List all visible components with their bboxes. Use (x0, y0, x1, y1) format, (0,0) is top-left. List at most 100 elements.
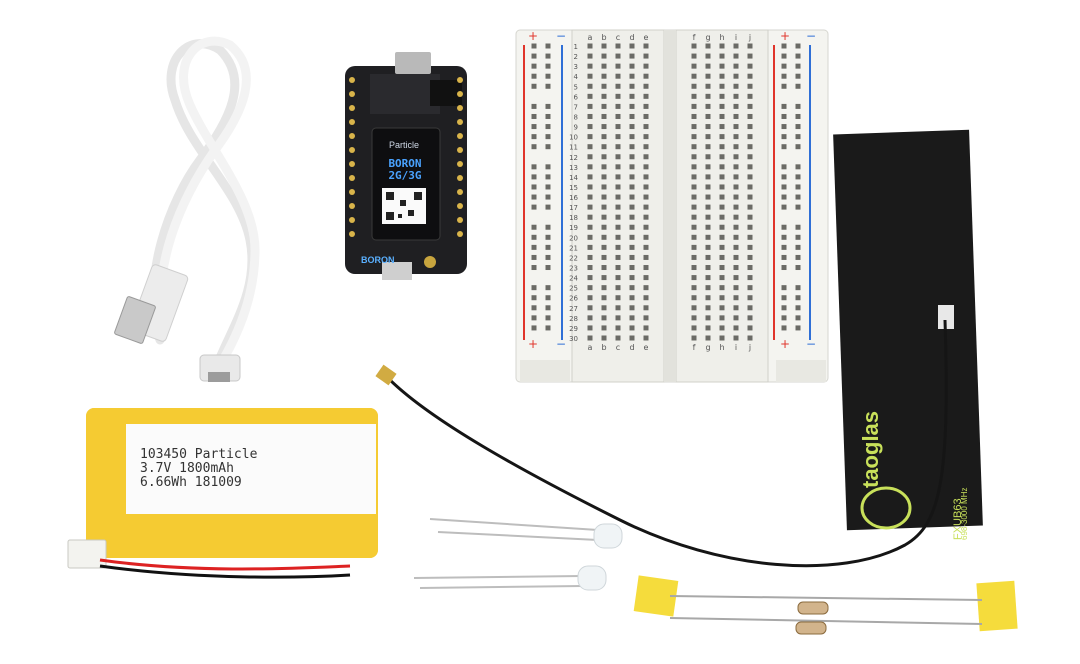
breadboard-hole (587, 73, 593, 79)
breadboard-hole (795, 194, 801, 200)
breadboard-hole (643, 93, 649, 99)
breadboard-row-number: 11 (569, 144, 578, 152)
breadboard-hole (629, 305, 635, 311)
breadboard-hole (615, 63, 621, 69)
breadboard-hole (629, 325, 635, 331)
breadboard-hole (691, 285, 697, 291)
breadboard-hole (643, 63, 649, 69)
breadboard-column-letter: b (601, 343, 606, 352)
breadboard-hole (795, 53, 801, 59)
breadboard-hole (705, 63, 711, 69)
breadboard-hole (781, 194, 787, 200)
breadboard-hole (587, 204, 593, 210)
breadboard-column-letter: e (644, 343, 649, 352)
breadboard-hole (531, 315, 537, 321)
breadboard-hole (587, 254, 593, 260)
breadboard-hole (691, 184, 697, 190)
antenna-frequency-text: 698-3000 MHz (960, 487, 969, 540)
breadboard-row-number: 14 (569, 174, 578, 182)
breadboard-hole (531, 53, 537, 59)
breadboard-hole (719, 244, 725, 250)
breadboard-hole (643, 265, 649, 271)
breadboard-hole (643, 103, 649, 109)
breadboard-hole (691, 234, 697, 240)
breadboard-hole (705, 254, 711, 260)
breadboard-hole (795, 174, 801, 180)
breadboard-row-number: 29 (569, 325, 578, 333)
breadboard-hole (615, 305, 621, 311)
breadboard-hole (747, 103, 753, 109)
breadboard-hole (719, 93, 725, 99)
breadboard-column-letter: h (719, 33, 724, 42)
breadboard-hole (719, 144, 725, 150)
breadboard-hole (705, 43, 711, 49)
breadboard-hole (587, 134, 593, 140)
battery-label-line-1: 103450 Particle (140, 447, 258, 462)
breadboard-hole (545, 144, 551, 150)
breadboard-hole (545, 315, 551, 321)
breadboard-hole (531, 184, 537, 190)
breadboard-hole (531, 234, 537, 240)
breadboard-hole (531, 295, 537, 301)
breadboard-hole (705, 144, 711, 150)
breadboard-row-number: 19 (569, 224, 578, 232)
breadboard-hole (691, 244, 697, 250)
breadboard-hole (615, 204, 621, 210)
breadboard-hole (643, 285, 649, 291)
breadboard-hole (629, 144, 635, 150)
breadboard-hole (643, 83, 649, 89)
breadboard-hole (747, 315, 753, 321)
breadboard-hole (643, 214, 649, 220)
breadboard-hole (629, 224, 635, 230)
breadboard-hole (545, 265, 551, 271)
breadboard: + − + − + − + − (515, 29, 829, 383)
breadboard-hole (601, 335, 607, 341)
breadboard-row-number: 9 (574, 124, 578, 132)
breadboard-hole (795, 164, 801, 170)
breadboard-hole (601, 154, 607, 160)
breadboard-hole (587, 154, 593, 160)
board-model-line-2: 2G/3G (388, 169, 422, 182)
breadboard-hole (643, 204, 649, 210)
lipo-battery (67, 408, 378, 579)
breadboard-hole (629, 93, 635, 99)
breadboard-hole (587, 325, 593, 331)
breadboard-hole (531, 83, 537, 89)
breadboard-hole (587, 43, 593, 49)
breadboard-hole (643, 184, 649, 190)
breadboard-column-letter: a (588, 343, 593, 352)
breadboard-hole (629, 214, 635, 220)
breadboard-hole (629, 315, 635, 321)
breadboard-row-number: 10 (569, 134, 578, 142)
breadboard-hole (795, 254, 801, 260)
breadboard-hole (719, 113, 725, 119)
breadboard-hole (705, 275, 711, 281)
breadboard-hole (545, 224, 551, 230)
breadboard-hole (733, 93, 739, 99)
breadboard-hole (795, 265, 801, 271)
breadboard-hole (747, 134, 753, 140)
breadboard-hole (691, 43, 697, 49)
breadboard-row-number: 20 (569, 234, 578, 242)
breadboard-hole (629, 174, 635, 180)
breadboard-hole (705, 335, 711, 341)
breadboard-hole (747, 63, 753, 69)
breadboard-hole (601, 144, 607, 150)
breadboard-hole (719, 174, 725, 180)
breadboard-hole (601, 295, 607, 301)
svg-text:+: + (528, 29, 538, 43)
svg-text:+: + (780, 337, 790, 351)
breadboard-hole (629, 73, 635, 79)
breadboard-hole (795, 224, 801, 230)
breadboard-hole (719, 275, 725, 281)
breadboard-hole (733, 164, 739, 170)
breadboard-hole (545, 254, 551, 260)
breadboard-hole (719, 103, 725, 109)
svg-text:−: − (556, 29, 566, 43)
board-bottom-label: BORON (361, 255, 395, 265)
breadboard-hole (615, 43, 621, 49)
breadboard-hole (601, 164, 607, 170)
antenna-cable (386, 319, 948, 568)
breadboard-hole (747, 124, 753, 130)
